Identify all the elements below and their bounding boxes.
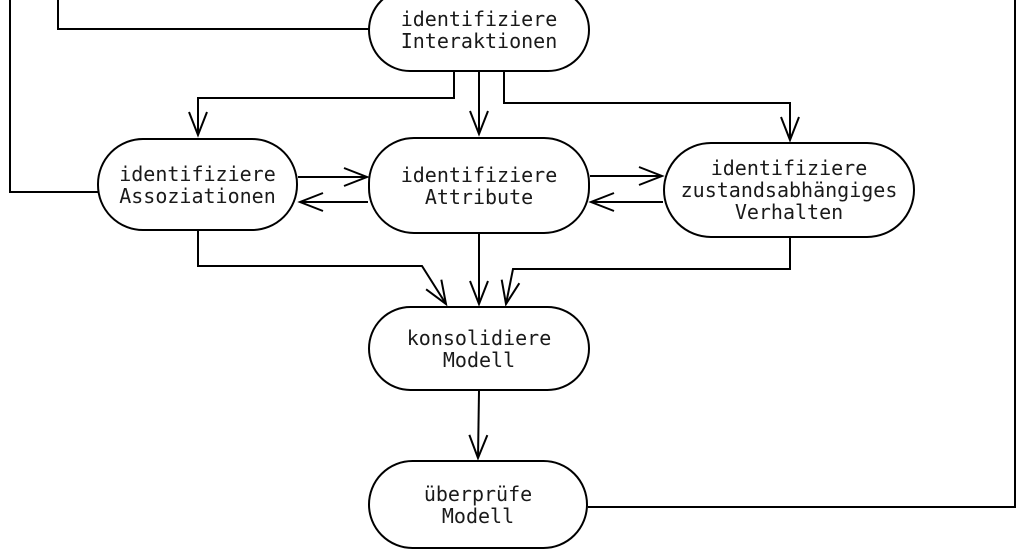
node-konsolidiere-modell: konsolidiere Modell — [368, 306, 590, 391]
connector-konsolidiere-to-ueberpruefe — [468, 390, 489, 461]
node-identifiziere-attribute: identifiziere Attribute — [368, 137, 590, 234]
connector-interaktionen-to-assoziationen — [188, 72, 455, 138]
connector-verhalten-to-konsolidiere — [500, 238, 791, 307]
connector-feedback-into-interaktionen — [57, 0, 369, 30]
node-label-line: Modell — [441, 503, 515, 528]
node-label-line: Modell — [442, 347, 516, 372]
node-identifiziere-zustandsabhaengiges-verhalten: identifiziere zustandsabhängiges Verhalt… — [663, 142, 915, 238]
node-ueberpruefe-modell: überprüfe Modell — [368, 460, 588, 549]
node-label-line: Verhalten — [734, 200, 844, 224]
connector-ueberpruefe-feedback-right — [588, 0, 1016, 508]
connector-feedback-into-assoziationen — [9, 0, 98, 193]
connector-assoziationen-to-konsolidiere — [197, 231, 448, 307]
node-label-line: Interaktionen — [400, 29, 558, 53]
node-label-line: identifiziere — [119, 161, 276, 186]
node-identifiziere-assoziationen: identifiziere Assoziationen — [97, 138, 298, 231]
node-label-line: konsolidiere — [406, 325, 552, 350]
node-label-line: identifiziere — [400, 162, 558, 187]
node-label-line: zustandsabhängiges — [680, 178, 898, 202]
node-label-line: Assoziationen — [119, 183, 276, 208]
node-label-line: identifiziere — [400, 7, 558, 31]
node-label-line: identifiziere — [710, 156, 868, 180]
node-label-line: Attribute — [424, 184, 534, 209]
node-identifiziere-interaktionen: identifiziere Interaktionen — [368, 0, 590, 72]
node-label-line: überprüfe — [423, 481, 533, 506]
connector-interaktionen-to-verhalten — [503, 72, 800, 143]
